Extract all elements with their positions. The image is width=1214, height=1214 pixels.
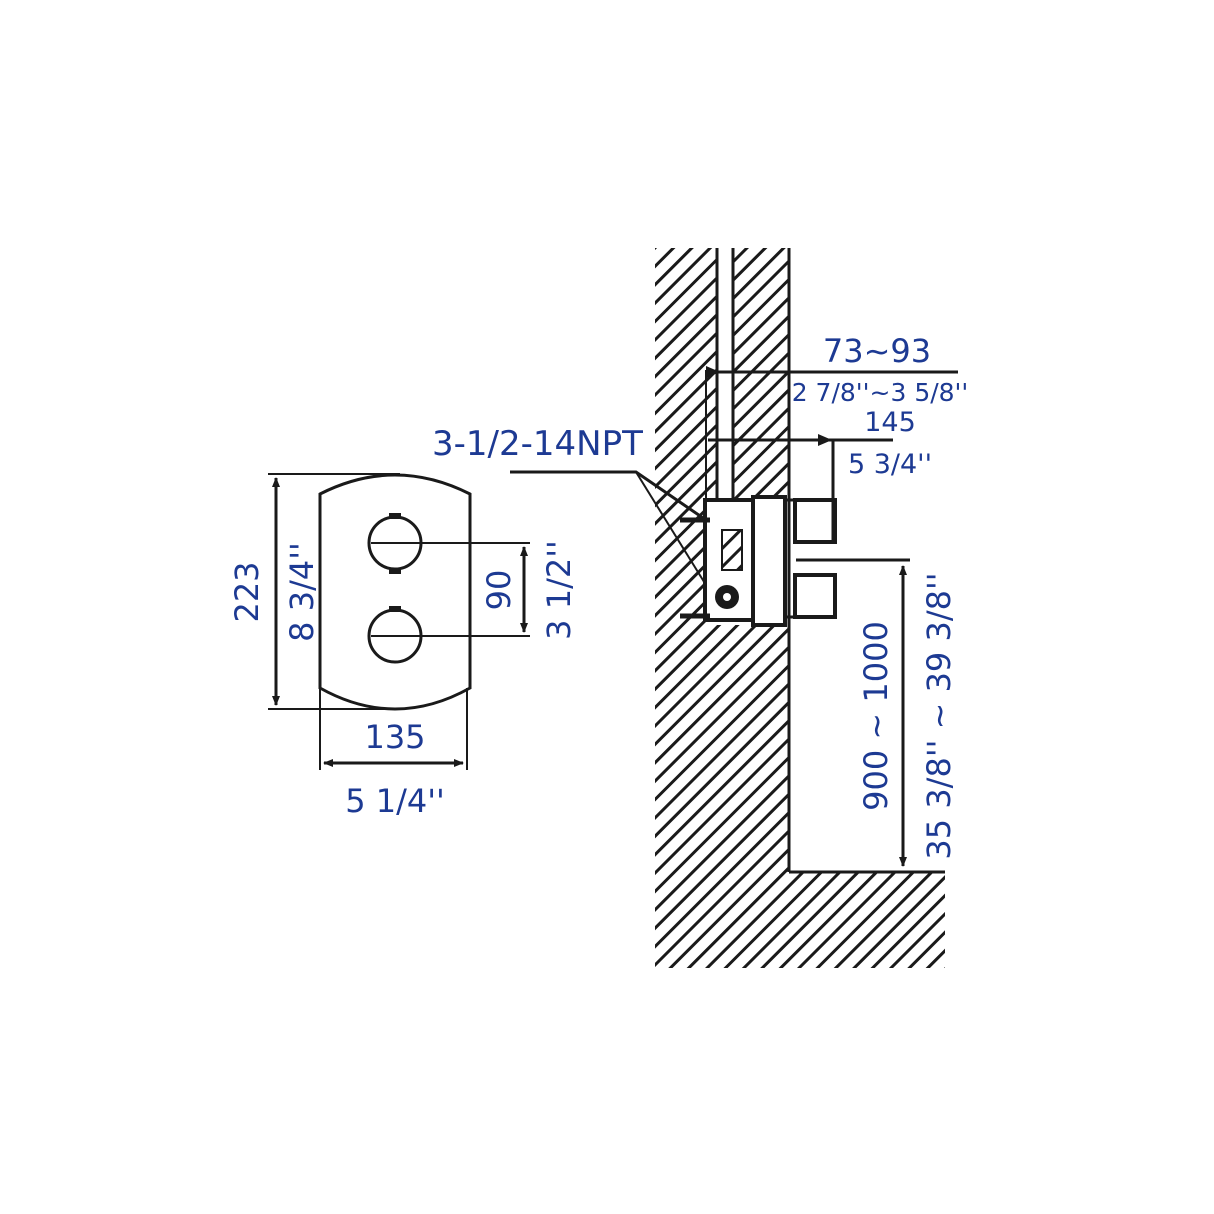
- wall-depth-mm-label: 73~93: [823, 332, 931, 370]
- side-view: 3-1/2-14NPT 73~93 2 7/8''~3 5/8'' 145 5 …: [432, 248, 968, 968]
- lower-handle-icon: [367, 606, 423, 664]
- handle-spacing-mm-label: 90: [480, 570, 518, 611]
- mount-height-mm-label: 900 ~ 1000: [857, 621, 895, 811]
- wall-depth-in-label: 2 7/8''~3 5/8'': [792, 378, 969, 407]
- trim-plate-outline: [318, 473, 472, 711]
- front-width-mm-label: 135: [364, 718, 425, 756]
- trim-plate-side: [751, 495, 787, 627]
- thread-callout-label: 3-1/2-14NPT: [432, 424, 643, 464]
- front-view: 223 8 3/4'' 90 3 1/2'' 135 5 1/4'': [228, 473, 578, 820]
- mount-height-in-label: 35 3/8'' ~ 39 3/8'': [920, 572, 958, 859]
- front-width-in-label: 5 1/4'': [345, 782, 445, 820]
- lower-handle-side-icon: [793, 573, 837, 619]
- projection-mm-label: 145: [864, 407, 916, 438]
- upper-handle-side-icon: [793, 498, 837, 544]
- floor-section: [789, 872, 945, 968]
- wall-section-right-lower: [717, 625, 789, 968]
- front-height-in-label: 8 3/4'': [283, 542, 321, 642]
- valve-body-icon: [680, 498, 762, 622]
- front-height-mm-label: 223: [228, 561, 266, 622]
- handle-spacing-in-label: 3 1/2'': [540, 540, 578, 640]
- projection-in-label: 5 3/4'': [848, 449, 932, 480]
